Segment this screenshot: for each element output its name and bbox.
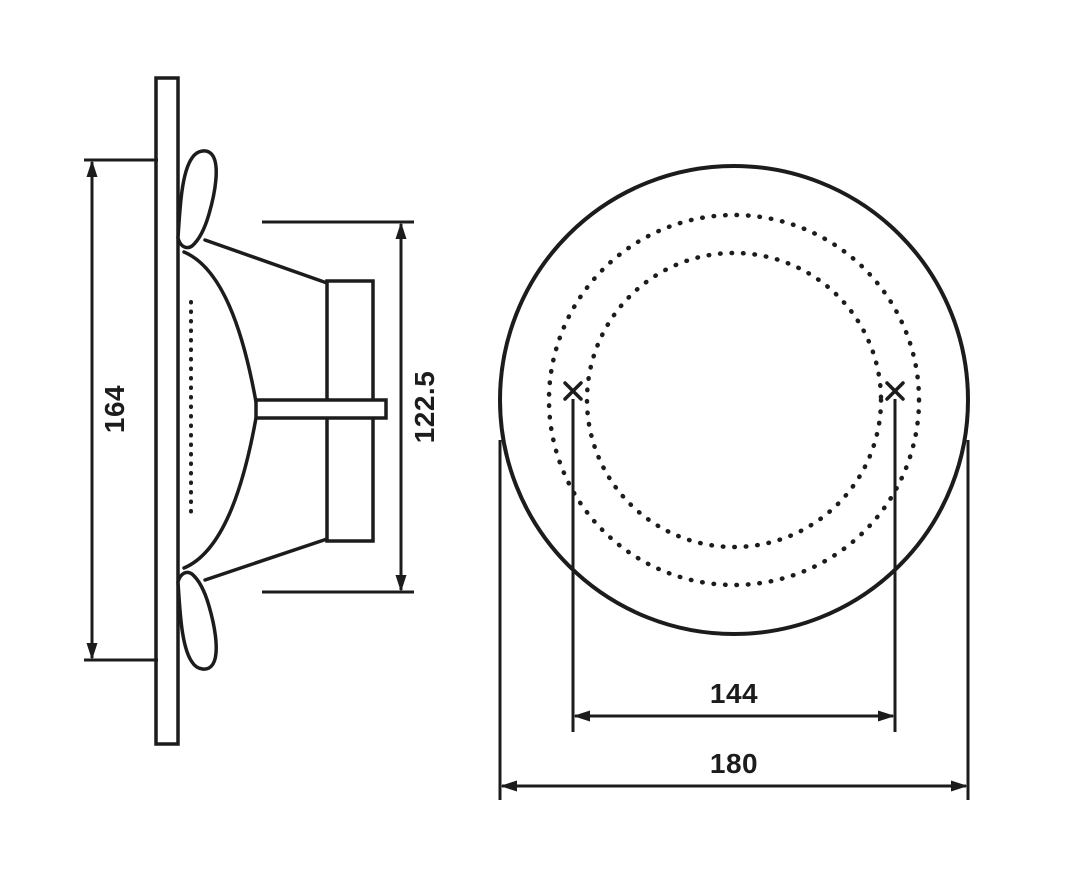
basket-bottom-line [203, 537, 329, 582]
trim-ring-bottom [176, 570, 218, 671]
arrowhead-left-icon [573, 710, 590, 722]
arrowhead-up-icon [395, 222, 407, 239]
inner-dotted-circle [584, 250, 884, 550]
mount-point-left-x-icon [563, 381, 583, 401]
cone-bottom-curve [182, 416, 258, 570]
arrowhead-down-icon [86, 643, 98, 660]
outer-dotted-circle [546, 212, 922, 588]
trim-ring-top [176, 149, 218, 250]
arrowhead-up-icon [86, 160, 98, 177]
mount-point-right-x-icon [885, 381, 905, 401]
dimension-label-outer-diameter: 180 [710, 748, 758, 779]
dimension-label-side-inner: 122.5 [409, 371, 440, 444]
center-bracket-bar [254, 398, 388, 420]
arrowhead-right-icon [951, 780, 968, 792]
outer-rim-circle [498, 164, 970, 636]
arrowhead-left-icon [500, 780, 517, 792]
cone-top-curve [182, 250, 258, 404]
dimension-side-height: 164 [84, 158, 158, 662]
basket-top-line [203, 238, 329, 285]
front-view [498, 164, 970, 636]
dimension-label-side-height: 164 [99, 385, 130, 433]
arrowhead-right-icon [878, 710, 895, 722]
dimension-outer-diameter: 180 [498, 440, 970, 800]
arrowhead-down-icon [395, 575, 407, 592]
side-view [154, 76, 388, 746]
dimension-label-mount-distance: 144 [710, 678, 758, 709]
dimension-side-inner: 122.5 [262, 220, 440, 594]
baffle-board [154, 76, 180, 746]
dimension-mount-distance: 144 [571, 399, 897, 732]
